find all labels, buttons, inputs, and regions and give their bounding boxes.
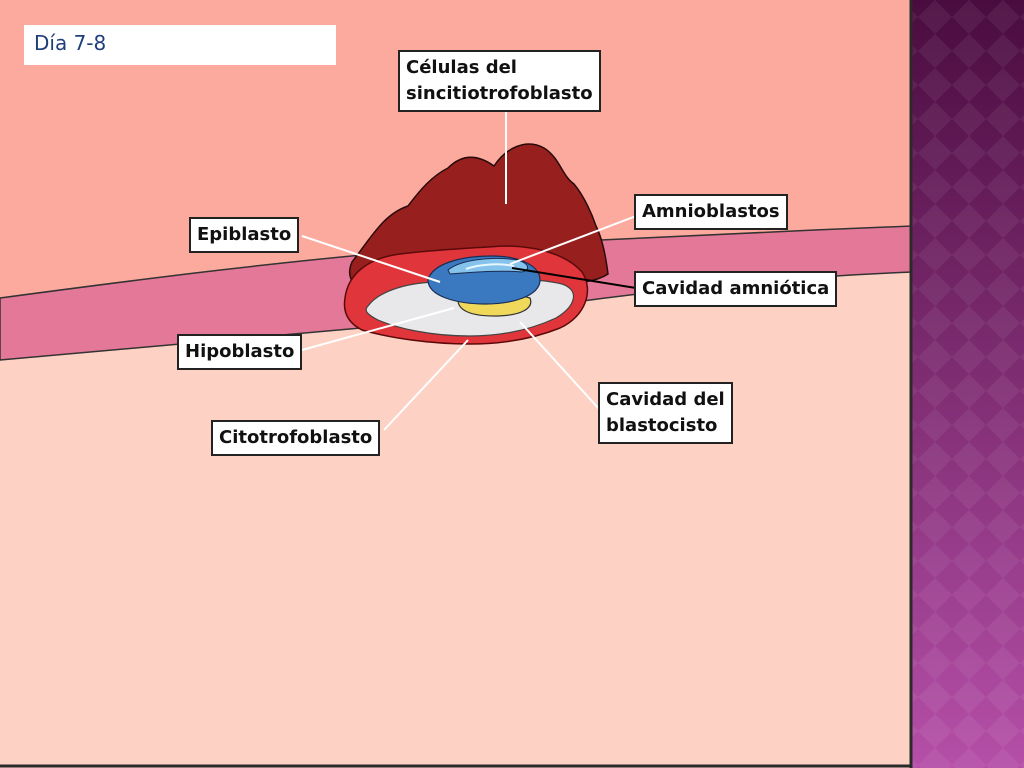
label-sincitiotrofoblasto-line1: Células del xyxy=(406,57,517,78)
label-cavidad-amniotica: Cavidad amniótica xyxy=(634,271,838,308)
leader-hipoblasto xyxy=(301,307,455,351)
label-citotrofoblasto: Citotrofoblasto xyxy=(211,420,381,457)
leader-amnioblastos xyxy=(509,215,637,265)
label-sincitiotrofoblasto-line2: sincitiotrofoblasto xyxy=(406,83,593,105)
label-blastocisto-line2: blastocisto xyxy=(606,415,718,437)
label-amnioblastos: Amnioblastos xyxy=(634,194,788,231)
amnioblast-layer xyxy=(447,257,528,275)
label-epiblasto: Epiblasto xyxy=(189,217,300,254)
side-panel-pattern xyxy=(912,0,1024,768)
leader-citotrofoblasto xyxy=(383,339,469,431)
label-blastocisto: Cavidad del blastocisto xyxy=(598,382,733,445)
slide-title: Día 7-8 xyxy=(24,25,336,65)
leader-cavidad-amniotica xyxy=(511,267,637,289)
leader-lines-white xyxy=(301,112,637,431)
label-hipoblasto: Hipoblasto xyxy=(177,334,303,371)
leader-epiblasto xyxy=(301,235,441,283)
leader-blastocisto xyxy=(519,321,601,411)
label-sincitiotrofoblasto: Células del sincitiotrofoblasto xyxy=(398,50,601,113)
label-blastocisto-line1: Cavidad del xyxy=(606,389,725,410)
amniotic-cavity xyxy=(465,263,515,270)
